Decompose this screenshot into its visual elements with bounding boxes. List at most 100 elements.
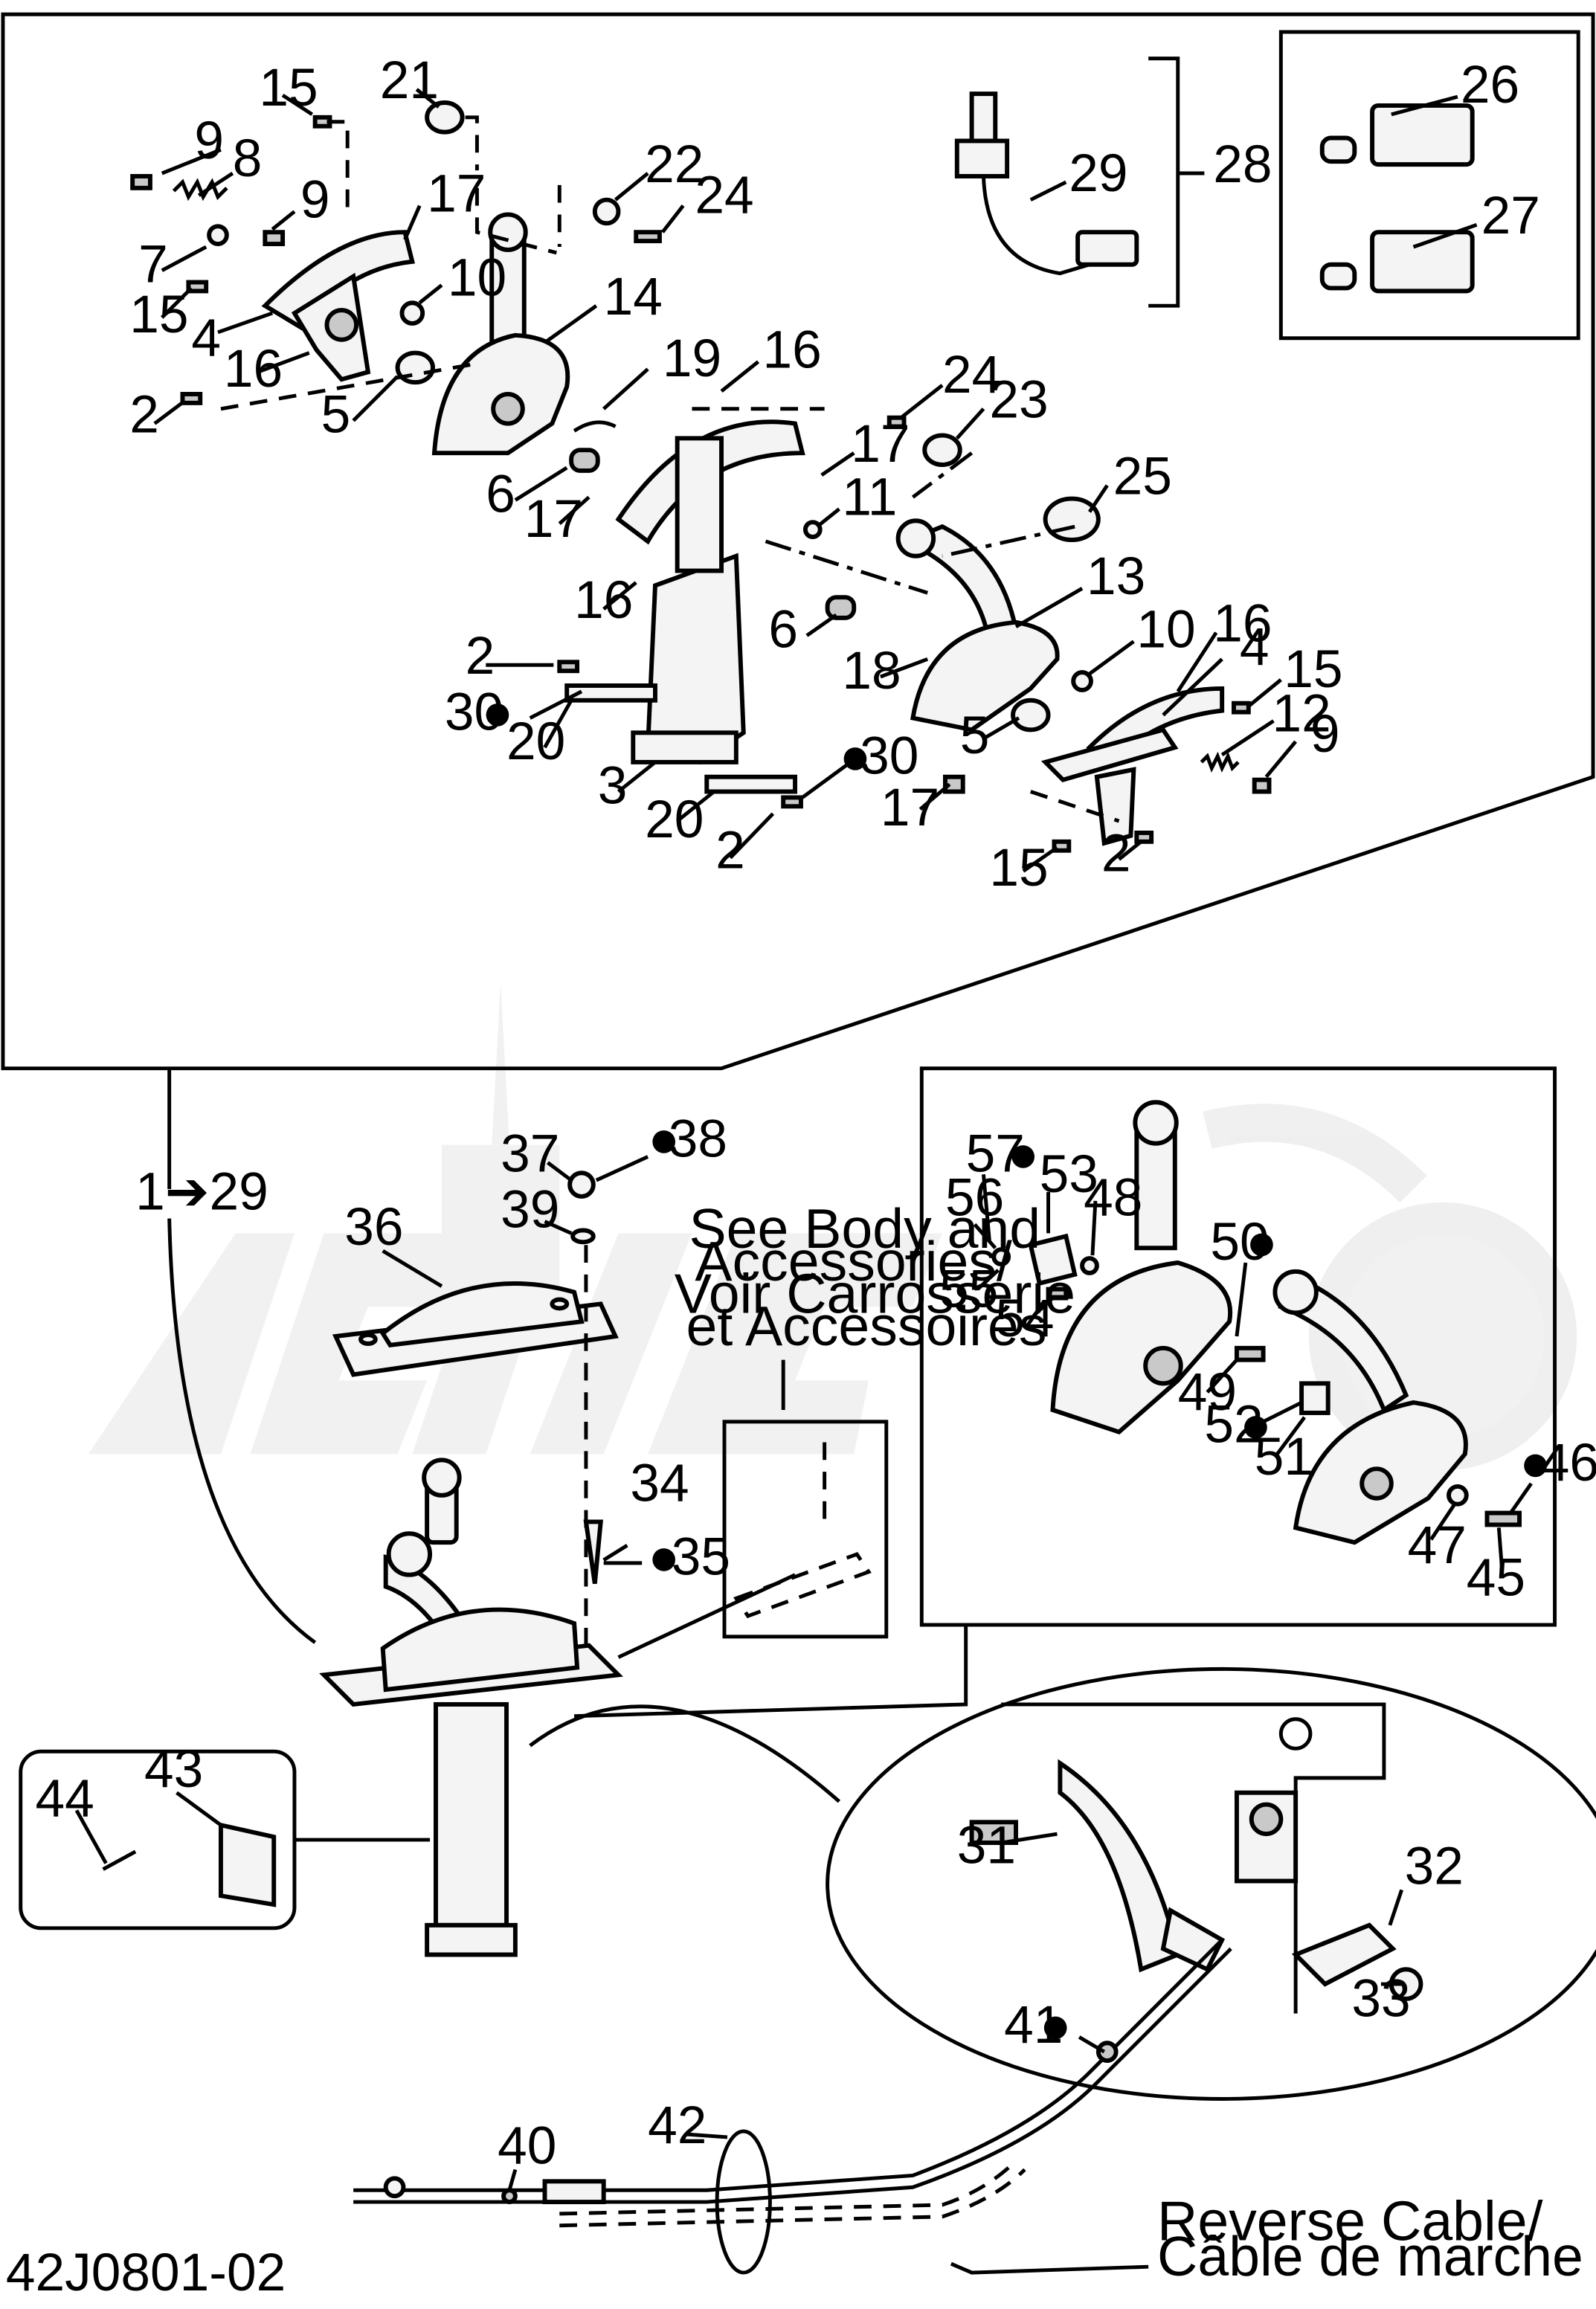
watermark-logo bbox=[88, 982, 1577, 1471]
bracket-51 bbox=[1299, 1381, 1330, 1415]
main-body-3 bbox=[615, 419, 805, 765]
plate-20a bbox=[564, 683, 657, 703]
callout-drop-46: ● bbox=[1519, 1433, 1551, 1492]
callout-15d: 15 bbox=[989, 838, 1048, 898]
callout-6a: 6 bbox=[486, 464, 515, 524]
callout-17d: 17 bbox=[881, 778, 939, 837]
reverse-cable bbox=[353, 1938, 1232, 2275]
callout-drop-35: ● bbox=[648, 1527, 680, 1587]
lever-13 bbox=[895, 518, 1060, 732]
screw-24b bbox=[887, 415, 907, 429]
callout-48: 48 bbox=[1084, 1168, 1142, 1228]
callout-drop-57: ● bbox=[1007, 1124, 1039, 1183]
callout-8: 8 bbox=[233, 129, 263, 188]
callout-18: 18 bbox=[842, 641, 901, 701]
callout-3: 3 bbox=[598, 756, 628, 815]
callout-34: 34 bbox=[630, 1454, 689, 1513]
plug-10b bbox=[1071, 670, 1093, 692]
callout-drop-30a: ● bbox=[481, 682, 513, 741]
callout-15c: 15 bbox=[1284, 640, 1342, 699]
see-body-line-2: Accessories/ bbox=[695, 1230, 1011, 1292]
reverse-cable-line-1: Reverse Cable/ bbox=[1157, 2190, 1543, 2252]
callout-9c: 9 bbox=[1310, 704, 1340, 764]
shifter-assembly bbox=[319, 1458, 623, 1957]
clip-17d bbox=[943, 774, 965, 794]
callout-17a: 17 bbox=[427, 164, 486, 223]
callout-2a: 2 bbox=[129, 384, 159, 444]
callout-32: 32 bbox=[1405, 1836, 1464, 1896]
kit-box-26-27 bbox=[1278, 30, 1580, 341]
callout-drop-52: ● bbox=[1240, 1395, 1272, 1455]
callout-21: 21 bbox=[380, 51, 439, 110]
bushing-5b bbox=[1011, 698, 1051, 732]
callout-15a: 15 bbox=[259, 58, 318, 117]
callout-28: 28 bbox=[1213, 135, 1272, 194]
detail-lever bbox=[1050, 1100, 1468, 1545]
callout-29: 29 bbox=[1069, 144, 1127, 203]
kit-27 bbox=[1319, 230, 1475, 294]
bracket-43 bbox=[218, 1822, 277, 1907]
screw-15c bbox=[1232, 701, 1251, 715]
callout-drop-41: ● bbox=[1040, 1995, 1072, 2055]
callout-39: 39 bbox=[501, 1179, 559, 1239]
callout-10a: 10 bbox=[448, 248, 506, 307]
left-housing-part bbox=[261, 230, 416, 382]
callout-40: 40 bbox=[498, 2116, 556, 2176]
callout-13: 13 bbox=[1087, 547, 1145, 606]
callout-50: 50 bbox=[1210, 1212, 1269, 1272]
callout-9a: 9 bbox=[194, 111, 224, 170]
callout-11: 11 bbox=[842, 467, 897, 526]
washer-56 bbox=[991, 1247, 1011, 1266]
cap-25 bbox=[1043, 496, 1101, 542]
callout-drop-50: ● bbox=[1246, 1212, 1278, 1272]
bolt-45 bbox=[1484, 1510, 1522, 1527]
callout-2c: 2 bbox=[715, 820, 745, 880]
callout-19: 19 bbox=[663, 329, 721, 388]
callout-drop-38: ● bbox=[648, 1109, 680, 1168]
callout-16a: 16 bbox=[224, 339, 283, 399]
callout-22: 22 bbox=[645, 135, 704, 194]
callout-37: 37 bbox=[501, 1124, 559, 1183]
callout-7: 7 bbox=[138, 235, 168, 294]
callout-46: 46 bbox=[1540, 1433, 1596, 1492]
see-body-line-1: See Body and bbox=[689, 1197, 1041, 1260]
callout-24a: 24 bbox=[695, 165, 753, 225]
drawing-id: 42J0801-02 bbox=[6, 2243, 286, 2302]
callout-4a: 4 bbox=[191, 309, 221, 368]
callout-45: 45 bbox=[1467, 1548, 1525, 1607]
callout-2b: 2 bbox=[466, 626, 495, 686]
callout-14: 14 bbox=[604, 267, 663, 326]
ring-21 bbox=[425, 100, 465, 135]
callout-43: 43 bbox=[144, 1739, 203, 1799]
screw-15d bbox=[1052, 839, 1072, 853]
callout-2d: 2 bbox=[1101, 823, 1131, 883]
see-body-note: See Body and Accessories/ Voir Carrosser… bbox=[675, 1197, 1075, 1357]
pin-44 bbox=[102, 1849, 137, 1871]
reverse-cable-note: Reverse Cable/ Câble de marche arrière bbox=[1157, 2190, 1596, 2288]
ring-6b bbox=[825, 595, 857, 620]
upper-assembly-frame bbox=[1, 12, 1595, 1071]
callout-10b: 10 bbox=[1136, 599, 1195, 659]
screw-24a bbox=[634, 230, 662, 244]
screw-2b bbox=[557, 660, 580, 674]
callout-26: 26 bbox=[1461, 55, 1519, 115]
callout-55: 55 bbox=[939, 1259, 998, 1318]
screw-2a bbox=[180, 392, 203, 405]
switch-28 bbox=[954, 91, 1139, 276]
cover-36 bbox=[332, 1281, 619, 1377]
callout-56: 56 bbox=[945, 1168, 1004, 1228]
callout-53: 53 bbox=[1040, 1144, 1098, 1204]
screw-9b bbox=[263, 230, 286, 247]
screw-34 bbox=[583, 1519, 603, 1585]
callout-38: 38 bbox=[669, 1109, 727, 1168]
screw-2d bbox=[1134, 830, 1154, 844]
callout-5a: 5 bbox=[321, 384, 351, 444]
callout-57: 57 bbox=[966, 1124, 1025, 1183]
callout-6b: 6 bbox=[768, 599, 798, 659]
bolt-49 bbox=[1234, 1345, 1266, 1362]
callout-15b: 15 bbox=[129, 285, 188, 344]
screw-54 bbox=[1046, 1286, 1069, 1301]
callout-30b: 30 bbox=[860, 727, 918, 786]
washer-47 bbox=[1447, 1484, 1469, 1507]
